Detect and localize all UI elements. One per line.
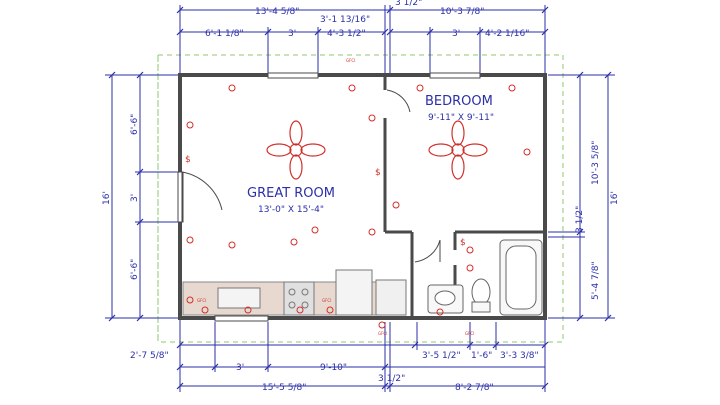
dim-label: 6'-6"	[130, 114, 140, 135]
dim-label: 16'	[102, 191, 112, 205]
gfci-label: GFCI	[197, 298, 206, 303]
ceiling-fan-bedroom	[428, 120, 488, 180]
gfci-label: GFCI	[346, 58, 355, 63]
dim-label: 3'	[130, 194, 140, 202]
gfci-labels: GFCI GFCI GFCI GFCI GFCI	[197, 58, 474, 336]
guide-lines	[157, 54, 564, 343]
dim-label: 3 1/2"	[378, 374, 405, 384]
room-name-great-room: GREAT ROOM	[247, 186, 335, 201]
dimension-lines	[105, 5, 615, 392]
dim-label: 10'-3 5/8"	[591, 141, 601, 185]
interior-walls	[383, 75, 545, 318]
kitchen-counter	[182, 269, 407, 316]
room-size-bedroom: 9'-11" X 9'-11"	[428, 113, 494, 123]
dim-label: 3 1/2"	[395, 0, 422, 8]
svg-text:$: $	[375, 168, 381, 178]
dim-label: 3'	[288, 29, 296, 39]
dim-label: 16'	[610, 191, 620, 205]
dim-label: 4'-3 1/2"	[327, 29, 366, 39]
dim-label: 5'-4 7/8"	[591, 261, 601, 300]
dim-label: 3'	[236, 363, 244, 373]
dimension-labels-top: 13'-4 5/8" 3 1/2" 10'-3 7/8" 3'-1 13/16"…	[205, 0, 529, 39]
switch-symbols: $ $ $	[185, 155, 466, 248]
dim-label: 3'-1 13/16"	[320, 15, 370, 25]
gfci-label: GFCI	[322, 298, 331, 303]
electrical-symbols	[186, 84, 531, 329]
dim-label: 3'-5 1/2"	[422, 351, 461, 361]
room-name-bedroom: BEDROOM	[425, 94, 493, 109]
dim-label: 4'-2 1/16"	[485, 29, 529, 39]
dim-label: 3'-3 3/8"	[500, 351, 539, 361]
dim-label: 13'-4 5/8"	[255, 7, 299, 17]
dim-label: 2'-7 5/8"	[130, 351, 169, 361]
door-swings	[181, 89, 441, 263]
dim-label: 6'-6"	[130, 259, 140, 280]
dim-label: 6'-1 1/8"	[205, 29, 244, 39]
dim-label: 3 1/2"	[575, 206, 585, 233]
gfci-label: GFCI	[378, 331, 387, 336]
dimension-labels-left: 6'-6" 3' 6'-6" 16'	[102, 114, 140, 280]
gfci-label: GFCI	[465, 331, 474, 336]
dim-label: 9'-10"	[320, 363, 347, 373]
bathroom-fixtures	[427, 239, 543, 316]
dim-label: 8'-2 7/8"	[455, 383, 494, 393]
dim-label: 1'-6"	[471, 351, 492, 361]
dim-label: 3'	[452, 29, 460, 39]
svg-text:$: $	[185, 155, 191, 165]
dimension-ticks	[108, 6, 612, 390]
dimension-labels-right: 10'-3 5/8" 3 1/2" 5'-4 7/8" 16'	[575, 141, 620, 300]
room-size-great-room: 13'-0" X 15'-4"	[258, 205, 324, 215]
dimension-labels-bottom: 2'-7 5/8" 3'-5 1/2" 1'-6" 3'-3 3/8" 3' 9…	[130, 351, 539, 393]
svg-text:$: $	[460, 238, 466, 248]
ceiling-fan-great-room	[266, 120, 326, 180]
dim-label: 15'-5 5/8"	[262, 383, 306, 393]
windows	[177, 72, 481, 322]
dim-label: 10'-3 7/8"	[440, 7, 484, 17]
